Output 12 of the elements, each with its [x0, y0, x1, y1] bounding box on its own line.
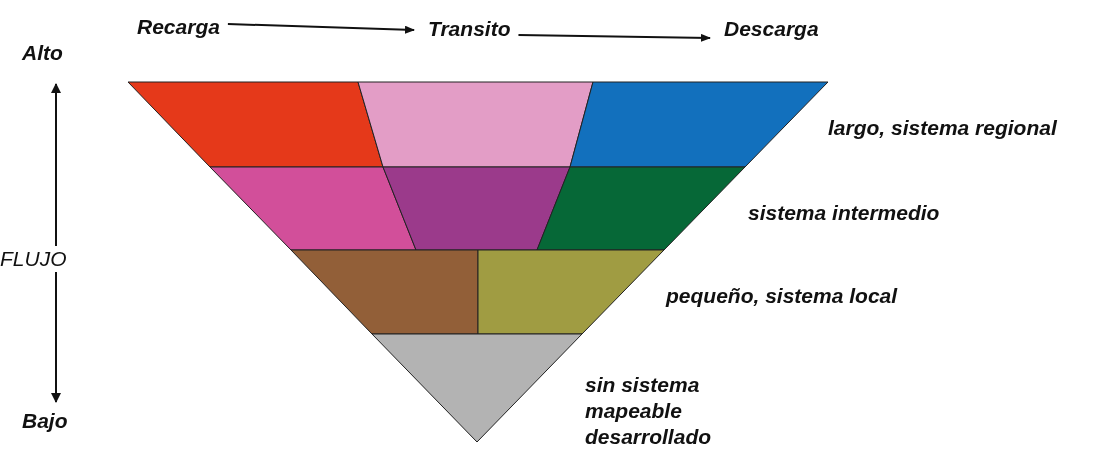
scale-label: Bajo — [22, 408, 68, 434]
zone-label: sistema intermedio — [748, 200, 940, 226]
stage-label: Recarga — [137, 14, 220, 40]
axis-label: FLUJO — [0, 246, 67, 272]
zone-label: pequeño, sistema local — [666, 283, 898, 309]
zone-label: sin sistema mapeable desarrollado — [585, 372, 713, 450]
stage-label: Descarga — [724, 16, 819, 42]
stage-label: Transito — [428, 16, 511, 42]
arrow — [226, 23, 415, 34]
arrow — [517, 33, 711, 42]
scale-label: Alto — [22, 40, 63, 66]
zone-label: largo, sistema regional — [828, 115, 1057, 141]
